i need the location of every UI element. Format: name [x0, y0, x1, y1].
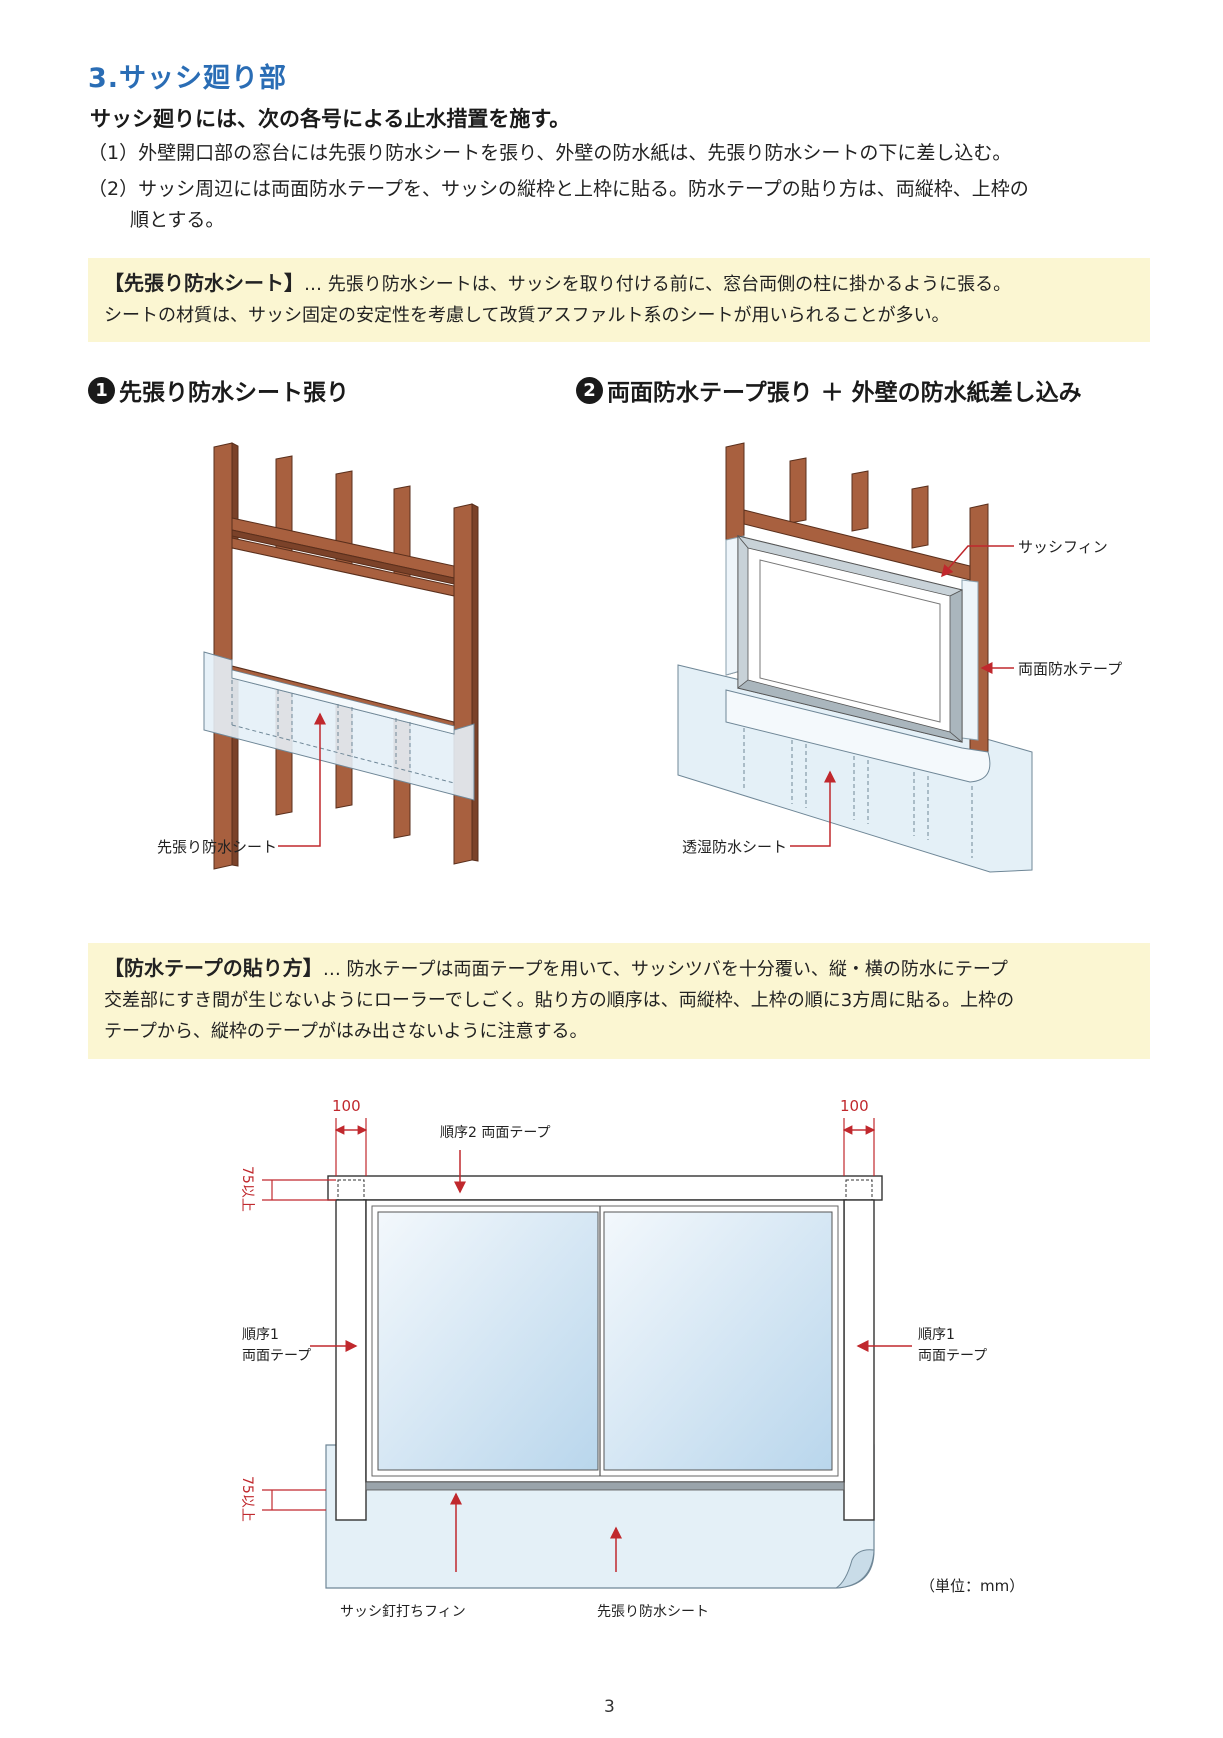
fig3-label-order1-right-a: 順序1 — [918, 1327, 955, 1343]
note-sheet: 【先張り防水シート】… 先張り防水シートは、サッシを取り付ける前に、窓台両側の柱… — [88, 258, 1150, 342]
section-title: 3.サッシ廻り部 — [88, 63, 288, 94]
lead-text: サッシ廻りには、次の各号による止水措置を施す。 — [90, 107, 571, 131]
figure1-heading: 1 先張り防水シート張り — [88, 373, 349, 407]
fig3-dim-left: 100 — [332, 1097, 361, 1115]
figure2-heading: 2 両面防水テープ張り ＋ 外壁の防水紙差し込み — [576, 373, 1082, 407]
fig3-label-order1-left-a: 順序1 — [242, 1327, 279, 1343]
note-sheet-text2: シートの材質は、サッシ固定の安定性を考慮して改質アスファルト系のシートが用いられ… — [104, 305, 950, 326]
figure1-title: 先張り防水シート張り — [119, 380, 349, 406]
figure1-number-badge: 1 — [88, 376, 115, 404]
list-item-1: （1）外壁開口部の窓台には先張り防水シートを張り、外壁の防水紙は、先張り防水シー… — [88, 142, 1012, 164]
fig3-dim-bottom-vertical: 75以上 — [239, 1476, 255, 1522]
figure2-number-badge: 2 — [576, 376, 603, 404]
note-tape-text3: テープから、縦枠のテープがはみ出さないように注意する。 — [104, 1021, 588, 1042]
fig3-label-fin: サッシ釘打ちフィン — [340, 1604, 466, 1620]
fig2-label-tape: 両面防水テープ — [1018, 660, 1123, 678]
note-tape-text2: 交差部にすき間が生じないようにローラーでしごく。貼り方の順序は、両縦枠、上枠の順… — [104, 990, 1015, 1011]
list-item-2: （2）サッシ周辺には両面防水テープを、サッシの縦枠と上枠に貼る。防水テープの貼り… — [88, 174, 1148, 236]
list-item-2-line1: （2）サッシ周辺には両面防水テープを、サッシの縦枠と上枠に貼る。防水テープの貼り… — [88, 178, 1029, 200]
page-number: 3 — [604, 1697, 615, 1717]
figure2-title: 両面防水テープ張り ＋ 外壁の防水紙差し込み — [607, 380, 1082, 406]
list-item-2-line2: 順とする。 — [130, 209, 225, 231]
figure3-drawing — [262, 1118, 912, 1589]
figure1-drawing — [203, 442, 479, 870]
note-sheet-key: 【先張り防水シート】 — [104, 271, 304, 295]
note-tape-key: 【防水テープの貼り方】 — [104, 956, 323, 980]
fig3-label-sheet: 先張り防水シート — [597, 1604, 709, 1620]
fig1-label-sheet: 先張り防水シート — [157, 838, 278, 856]
fig3-dim-top-vertical: 75以上 — [239, 1166, 255, 1212]
note-tape-text1: … 防水テープは両面テープを用いて、サッシツバを十分覆い、縦・横の防水にテープ — [322, 959, 1008, 980]
figure2-drawing — [677, 442, 1033, 873]
fig3-label-order1-right-b: 両面テープ — [918, 1348, 988, 1364]
fig3-dim-right: 100 — [840, 1097, 869, 1115]
fig3-unit: （単位：mm） — [920, 1577, 1025, 1595]
fig3-label-order1-left-b: 両面テープ — [242, 1348, 312, 1364]
fig2-label-fin: サッシフィン — [1018, 538, 1108, 556]
note-tape: 【防水テープの貼り方】… 防水テープは両面テープを用いて、サッシツバを十分覆い、… — [88, 943, 1150, 1059]
fig3-label-order2: 順序2 両面テープ — [440, 1125, 551, 1141]
note-sheet-text1: … 先張り防水シートは、サッシを取り付ける前に、窓台両側の柱に掛かるように張る。 — [304, 274, 1012, 295]
fig2-label-membrane: 透湿防水シート — [682, 838, 788, 856]
